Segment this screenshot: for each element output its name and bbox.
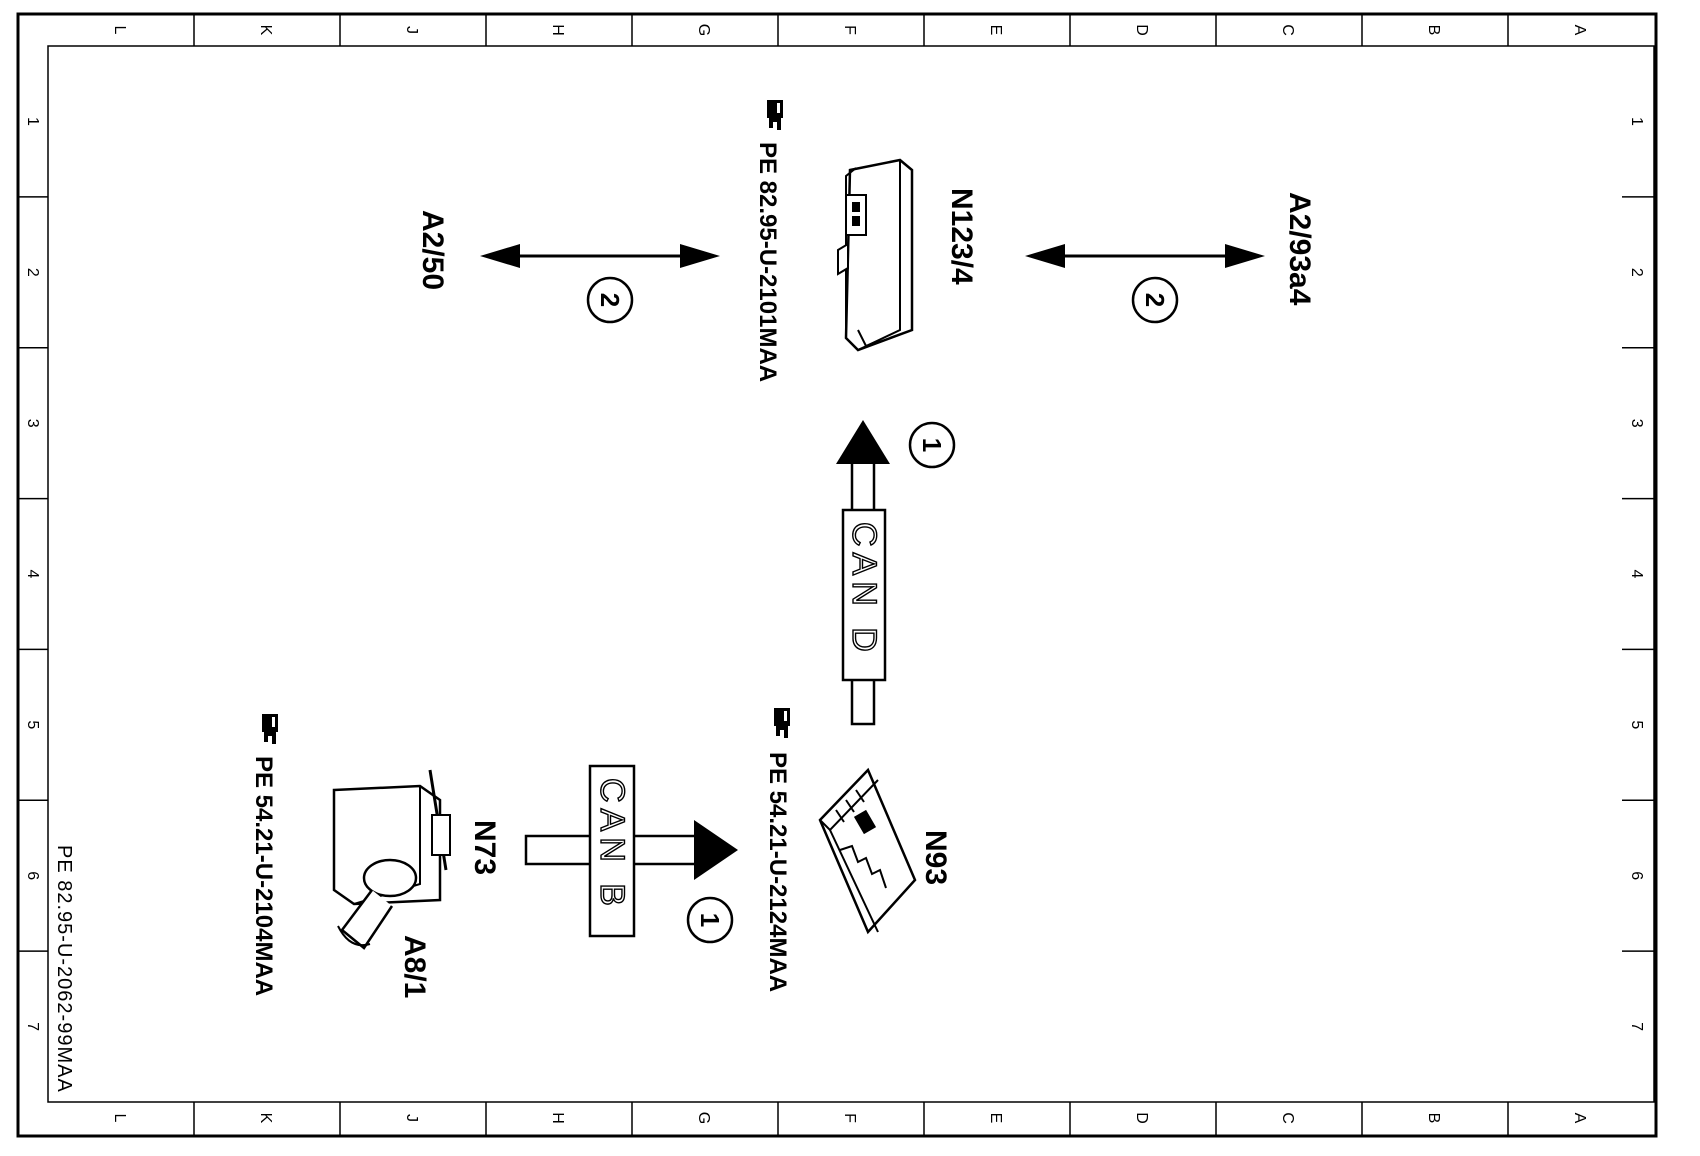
n123-4-label: N123/4 [945, 188, 978, 285]
n123-4-reference: PE 82.95-U-2101MAA [754, 142, 781, 382]
link-left-arrow [480, 244, 720, 268]
column-label: B [1425, 25, 1442, 36]
row-label: 6 [24, 871, 41, 880]
column-label: E [987, 25, 1004, 36]
toggle-switch-icon [332, 769, 451, 950]
column-dividers-bottom [193, 1102, 1509, 1136]
row-label: 3 [1628, 419, 1645, 428]
column-label: K [257, 25, 274, 36]
column-label: H [549, 1112, 566, 1124]
row-label: 3 [24, 419, 41, 428]
row-label: 2 [1628, 268, 1645, 277]
row-label: 4 [24, 570, 41, 579]
column-label: H [549, 24, 566, 36]
column-label: A [1571, 1113, 1588, 1124]
can-d-number: 1 [908, 421, 956, 469]
link-right-arrow [1025, 244, 1265, 268]
row-label: 2 [24, 268, 41, 277]
row-dividers-right [1622, 196, 1654, 952]
a2-50-label: A2/50 [416, 210, 449, 290]
inner-frame [47, 45, 1655, 1103]
column-label: F [841, 25, 858, 35]
svg-text:1: 1 [917, 438, 947, 452]
row-label: 7 [1628, 1022, 1645, 1031]
svg-text:2: 2 [595, 293, 625, 307]
a2-93a4-label: A2/93a4 [1283, 192, 1316, 306]
n93-label: N93 [919, 830, 952, 885]
svg-text:1: 1 [695, 913, 725, 927]
column-label: B [1425, 1113, 1442, 1124]
column-label: G [695, 24, 712, 36]
column-label: G [695, 1112, 712, 1124]
n73-reference: PE 54.21-U-2104MAA [250, 756, 277, 996]
link-right-number: 2 [1131, 276, 1179, 324]
pointing-hand-icon [262, 714, 278, 744]
can-d-label: CAN D [845, 522, 883, 658]
can-b-bus: CAN B [524, 764, 738, 938]
column-label: D [1133, 1112, 1150, 1124]
column-label: A [1571, 25, 1588, 36]
row-label: 1 [24, 117, 41, 126]
pointing-hand-icon [774, 708, 790, 738]
svg-text:2: 2 [1140, 293, 1170, 307]
pointing-hand-icon [767, 100, 783, 130]
n73-label: N73 [468, 820, 501, 875]
row-label: 5 [24, 720, 41, 729]
column-label: D [1133, 24, 1150, 36]
control-unit-icon [837, 158, 914, 352]
column-label: K [257, 1113, 274, 1124]
row-dividers-left [18, 196, 48, 952]
can-b-number: 1 [686, 896, 734, 944]
column-label: J [403, 26, 420, 34]
column-label: C [1279, 1112, 1296, 1124]
can-d-bus: CAN D [836, 420, 890, 726]
column-label: F [841, 1113, 858, 1123]
column-label: E [987, 1113, 1004, 1124]
row-label: 1 [1628, 117, 1645, 126]
n93-reference: PE 54.21-U-2124MAA [764, 752, 791, 992]
row-label: 5 [1628, 720, 1645, 729]
outer-frame [16, 12, 1658, 1138]
column-label: C [1279, 24, 1296, 36]
column-label: J [403, 1114, 420, 1122]
row-label: 4 [1628, 570, 1645, 579]
module-icon [818, 767, 917, 935]
link-left-number: 2 [586, 276, 634, 324]
column-label: L [111, 1114, 128, 1123]
column-label: L [111, 26, 128, 35]
row-labels-left: 1 2 3 4 5 6 7 [24, 117, 41, 1031]
row-label: 7 [24, 1022, 41, 1031]
document-id: PE 82.95-U-2062-99MAA [53, 845, 75, 1093]
row-label: 6 [1628, 871, 1645, 880]
can-b-label: CAN B [593, 778, 631, 912]
column-dividers-top [193, 14, 1509, 46]
a8-1-label: A8/1 [398, 935, 431, 998]
row-labels-right: 1 2 3 4 5 6 7 [1628, 117, 1645, 1031]
